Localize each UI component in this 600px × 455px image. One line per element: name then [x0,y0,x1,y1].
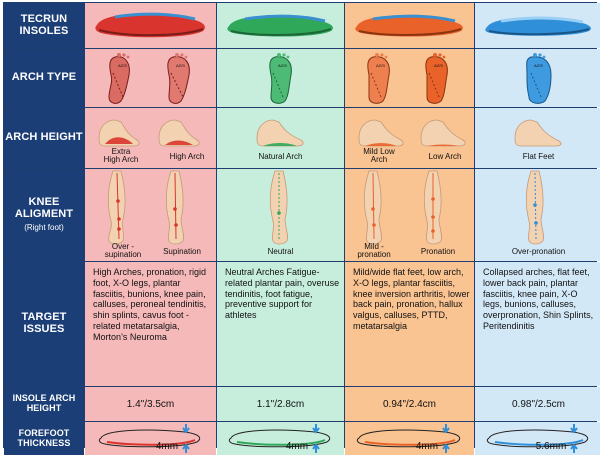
arch-height-cell: Natural Arch [217,108,344,168]
arrow-down-icon [182,424,190,434]
target-issues-cell: Mild/wide flat feet, low arch, X-O legs,… [345,262,474,386]
arrow-up-icon [182,443,190,453]
knee-alignment-cell: Over -supination Supination [85,169,216,261]
foot-side-icon [514,119,562,147]
forefoot-thickness-cell: 4mm [217,422,344,455]
insole-arch-height-cell: 1.1"/2.8cm [217,387,344,421]
blue-insole-image [485,16,591,36]
target-issues-cell: High Arches, pronation, rigid foot, X-O … [85,262,216,386]
forefoot-thickness-cell: 5.6mm [475,422,600,455]
insole-image-cell [217,3,344,48]
arrow-up-icon [312,443,320,453]
arch-type-cell: AZ/S [217,49,344,107]
arrow-up-icon [442,443,450,453]
arch-height-label: Extra High Arch [103,147,139,165]
row-header-target-issues: TARGET ISSUES [4,262,84,386]
row-header-brand: TECRUN INSOLES [4,3,84,48]
foot-side-icon [256,119,304,147]
leg-rear-icon [269,170,288,245]
arch-height-label: Natural Arch [258,152,303,161]
forefoot-value: 5.6mm [535,441,567,452]
insole-arch-value: 1.4"/3.5cm [126,398,175,410]
red-insole-image [95,12,205,38]
knee-alignment-cell: Mild -pronation Pronation [345,169,474,261]
forefoot-thickness-cell: 4mm [85,422,216,455]
insole-arch-value: 1.1"/2.8cm [256,398,305,410]
insole-arch-value: 0.94"/2.4cm [382,398,437,410]
arch-type-cell: AZ/S AZ/S [345,49,474,107]
arch-height-label: High Arch [169,152,205,161]
arch-height-cell: Flat Feet [475,108,600,168]
footprint-icon: AZ/S AZ/S [367,53,448,104]
insole-profile-icon [98,429,201,448]
svg-text:AZ/S: AZ/S [434,63,443,68]
row-header-arch-type: ARCH TYPE [4,49,84,107]
leg-rear-icon [363,170,442,245]
arch-height-cell: Mild Low Arch Low Arch [345,108,474,168]
row-header-insole-arch-height: INSOLE ARCH HEIGHT [4,387,84,421]
knee-label: Neutral [267,247,294,256]
insole-profile-icon [228,429,331,448]
knee-alignment-cell: Over-pronation [475,169,600,261]
svg-text:AZ/S: AZ/S [176,63,185,68]
arrow-down-icon [312,424,320,434]
row-header-arch-height: ARCH HEIGHT [4,108,84,168]
svg-text:AZ/S: AZ/S [278,63,287,68]
insole-image-cell [345,3,474,48]
issues-text: Collapsed arches, flat feet, lower back … [483,267,594,331]
leg-rear-icon [107,170,184,245]
svg-text:AZ/S: AZ/S [534,63,543,68]
target-issues-cell: Collapsed arches, flat feet, lower back … [475,262,600,386]
insole-arch-height-cell: 1.4"/3.5cm [85,387,216,421]
forefoot-value: 4mm [415,441,439,452]
arch-height-label: Low Arch [428,152,462,161]
issues-text: Neutral Arches Fatigue-related plantar p… [225,267,340,321]
footprint-icon: AZ/S [526,53,552,104]
footprint-icon: AZ/S AZ/S [108,53,190,104]
row-header-forefoot-thickness: FOREFOOT THICKNESS [4,422,84,455]
insole-comparison-chart: TECRUN INSOLES ARCH TYPE [3,2,600,455]
arch-type-cell: AZ/S [475,49,600,107]
arrow-down-icon [570,424,578,434]
issues-text: Mild/wide flat feet, low arch, X-O legs,… [353,267,470,331]
footprint-icon: AZ/S [269,53,292,104]
svg-text:AZ/S: AZ/S [376,63,385,68]
row-header-knee-alignment: KNEE ALIGMENT (Right foot) [4,169,84,261]
forefoot-value: 4mm [285,441,309,452]
insole-image-cell [475,3,600,48]
foot-side-icon [358,119,466,147]
knee-label: Supination [163,247,201,256]
knee-label: Mild -pronation [357,242,391,260]
insole-profile-icon [356,429,461,448]
insole-arch-height-cell: 0.94"/2.4cm [345,387,474,421]
knee-label: Over -supination [104,242,142,260]
insole-arch-value: 0.98"/2.5cm [511,398,566,410]
knee-label: Over-pronation [511,247,566,256]
green-insole-image [227,14,333,37]
arch-height-label: Flat Feet [522,152,555,161]
svg-text:AZ/S: AZ/S [118,63,127,68]
forefoot-thickness-cell: 4mm [345,422,474,455]
knee-label: Pronation [420,247,456,256]
target-issues-cell: Neutral Arches Fatigue-related plantar p… [217,262,344,386]
knee-alignment-cell: Neutral [217,169,344,261]
arch-height-cell: Extra High Arch High Arch [85,108,216,168]
insole-image-cell [85,3,216,48]
issues-text: High Arches, pronation, rigid foot, X-O … [93,267,207,342]
forefoot-value: 4mm [155,441,179,452]
leg-rear-icon [525,170,544,245]
insole-arch-height-cell: 0.98"/2.5cm [475,387,600,421]
foot-side-icon [98,119,200,147]
arch-type-cell: AZ/S AZ/S [85,49,216,107]
arch-height-label: Mild Low Arch [363,147,395,165]
insole-profile-icon [486,429,589,448]
arrow-down-icon [442,424,450,434]
orange-insole-image [355,14,463,37]
